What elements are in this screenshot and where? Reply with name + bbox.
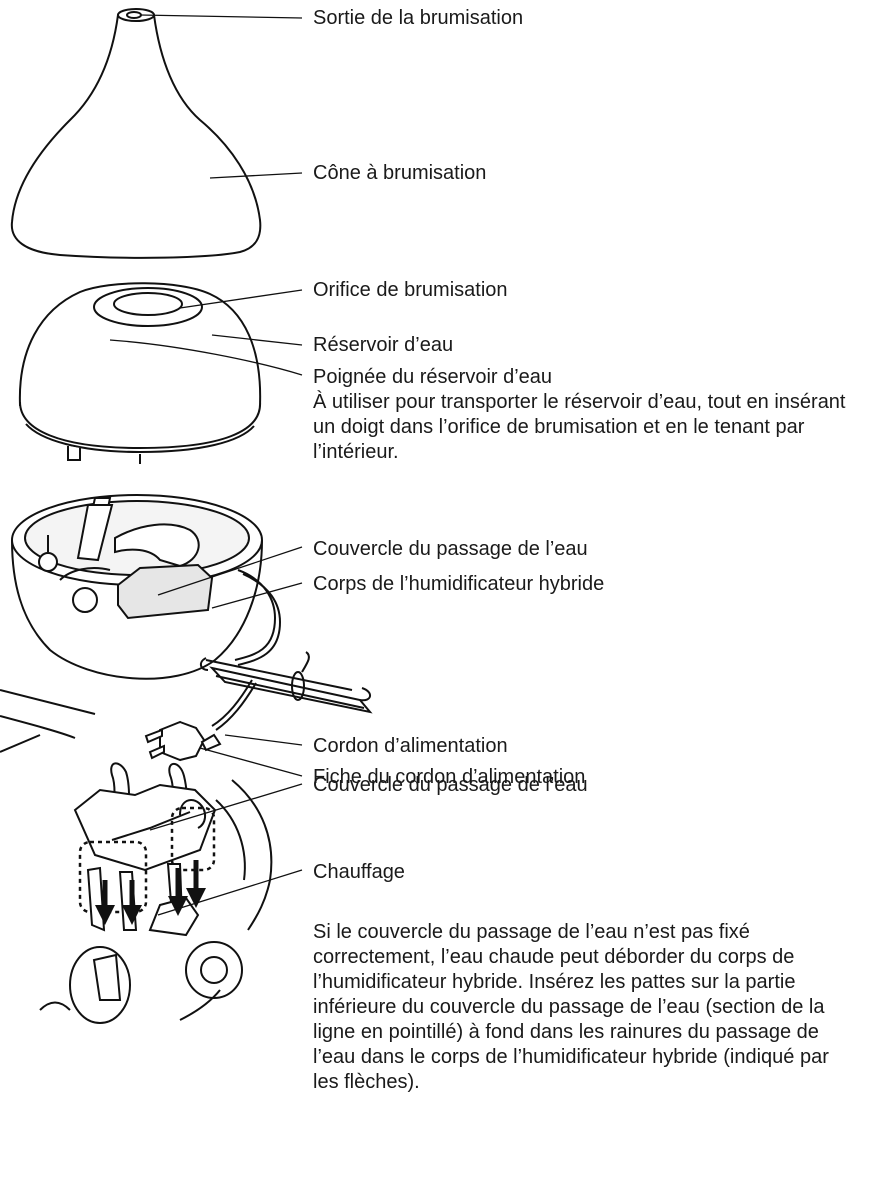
label-tank-handle: Poignée du réservoir d’eau [313, 365, 552, 389]
cord-coil-drawing [201, 652, 370, 730]
heater-note-line: les flèches). [313, 1070, 829, 1095]
water-tank-drawing [20, 283, 260, 464]
leader-power-cord [225, 735, 302, 745]
heater-note-line: Si le couvercle du passage de l’eau n’es… [313, 920, 829, 945]
tank-handle-note-line: À utiliser pour transporter le réservoir… [313, 390, 846, 415]
heater-note-line: l’eau dans le corps de l’humidificateur … [313, 1045, 829, 1070]
label-mist-outlet: Sortie de la brumisation [313, 6, 523, 30]
heater-note-line: l’humidificateur hybride. Insérez les pa… [313, 970, 829, 995]
label-heater: Chauffage [313, 860, 405, 884]
mist-cone-drawing [12, 9, 261, 258]
label-body: Corps de l’humidificateur hybride [313, 572, 604, 596]
heater-note-line: ligne en pointillé) à fond dans les rain… [313, 1020, 829, 1045]
heater-note-line: correctement, l’eau chaude peut déborder… [313, 945, 829, 970]
leader-mist-outlet [140, 15, 302, 18]
tank-handle-note: À utiliser pour transporter le réservoir… [313, 390, 846, 465]
body-drawing [12, 495, 280, 679]
plug-drawing [146, 722, 220, 760]
tank-handle-note-line: un doigt dans l’orifice de brumisation e… [313, 415, 846, 440]
leader-power-plug [200, 748, 302, 776]
label-mist-orifice: Orifice de brumisation [313, 278, 508, 302]
tank-handle-note-line: l’intérieur. [313, 440, 846, 465]
heater-note-line: inférieure du couvercle du passage de l’… [313, 995, 829, 1020]
detail-illustration [0, 690, 271, 1023]
label-passage-cover: Couvercle du passage de l’eau [313, 537, 588, 561]
label-water-tank: Réservoir d’eau [313, 333, 453, 357]
label-power-cord: Cordon d’alimentation [313, 734, 508, 758]
label-mist-cone: Cône à brumisation [313, 161, 486, 185]
heater-note: Si le couvercle du passage de l’eau n’es… [313, 920, 829, 1095]
label-passage-cover-detail: Couvercle du passage de l’eau [313, 773, 588, 797]
